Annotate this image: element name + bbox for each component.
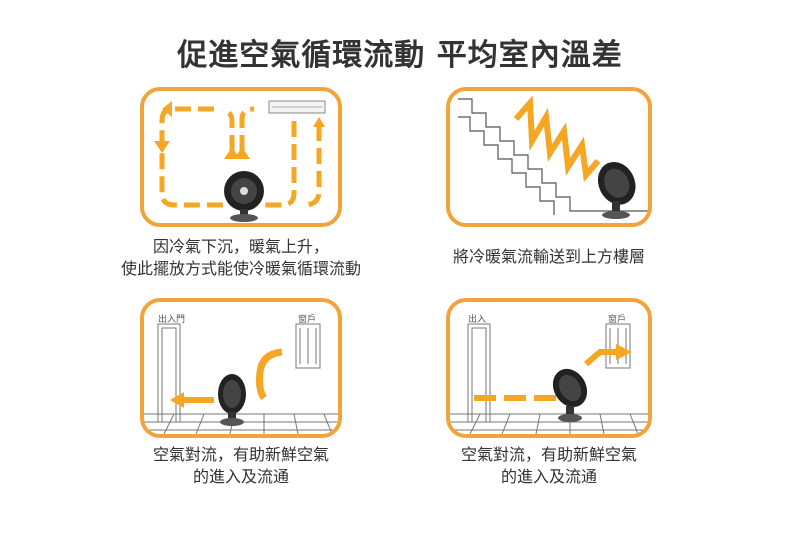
panel-room-ventilation-1: 出入門 窗戶 — [140, 298, 342, 438]
fan-icon — [224, 171, 264, 222]
caption-line: 將冷暖氣流輸送到上方樓層 — [452, 247, 645, 266]
panel-room-circulation — [140, 87, 342, 227]
door-label: 出入門 — [158, 315, 186, 325]
caption-stairs: 將冷暖氣流輸送到上方樓層 — [406, 246, 692, 268]
window-label: 窗戶 — [608, 315, 627, 325]
room-circulation-illustration — [154, 100, 326, 222]
fan-icon — [218, 374, 246, 426]
caption-room-ventilation-1: 空氣對流，有助新鮮空氣 的進入及流通 — [110, 444, 372, 488]
page-title: 促進空氣循環流動 平均室內溫差 — [177, 38, 623, 73]
caption-line: 使此擺放方式能使冷暖氣循環流動 — [120, 259, 361, 278]
window-label: 窗戶 — [298, 315, 317, 325]
room-ventilation-illustration — [450, 323, 648, 434]
panel-stairs — [446, 87, 652, 227]
caption-line: 空氣對流，有助新鮮空氣 — [152, 445, 329, 464]
caption-room-circulation: 因冷氣下沉，暖氣上升， 使此擺放方式能使冷暖氣循環流動 — [110, 236, 372, 280]
room-ventilation-illustration — [144, 323, 338, 434]
fan-icon — [597, 161, 636, 205]
fan-icon — [552, 368, 588, 408]
stairs-illustration — [458, 95, 648, 219]
door-label: 出入 — [468, 315, 487, 325]
caption-line: 因冷氣下沉，暖氣上升， — [152, 237, 329, 256]
caption-line: 的進入及流通 — [500, 467, 597, 486]
caption-room-ventilation-2: 空氣對流，有助新鮮空氣 的進入及流通 — [416, 444, 682, 488]
caption-line: 的進入及流通 — [192, 467, 289, 486]
caption-line: 空氣對流，有助新鮮空氣 — [460, 445, 637, 464]
panel-room-ventilation-2: 出入 窗戶 — [446, 298, 652, 438]
